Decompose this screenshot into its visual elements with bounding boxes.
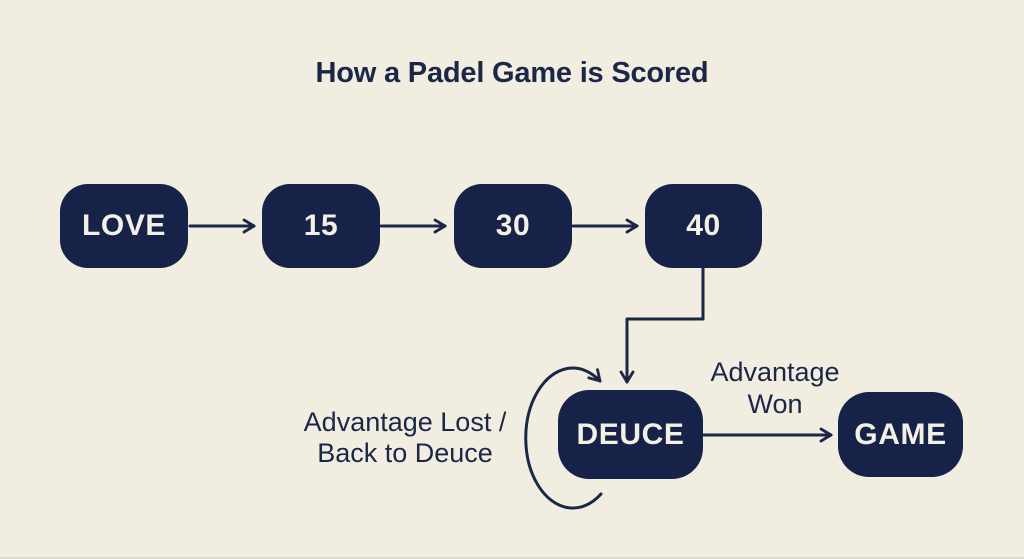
label-advantage-lost-line1: Advantage Lost / [303,407,507,437]
node-15: 15 [262,184,380,268]
node-30: 30 [454,184,572,268]
edge-deuce-self-loop [524,366,603,510]
node-40: 40 [645,184,762,268]
label-advantage-lost: Advantage Lost / Back to Deuce [250,407,560,469]
label-advantage-won-line1: Advantage [710,357,840,387]
diagram-title: How a Padel Game is Scored [315,57,709,89]
label-advantage-won: Advantage Won [660,356,890,420]
node-game: GAME [838,392,963,477]
label-advantage-won-line2: Won [747,389,803,419]
node-love: LOVE [60,184,188,268]
label-advantage-lost-line2: Back to Deuce [317,438,493,468]
bottom-edge-line [0,557,1024,559]
edge-arrow-40-to-deuce [619,266,705,384]
node-deuce: DEUCE [558,390,703,479]
